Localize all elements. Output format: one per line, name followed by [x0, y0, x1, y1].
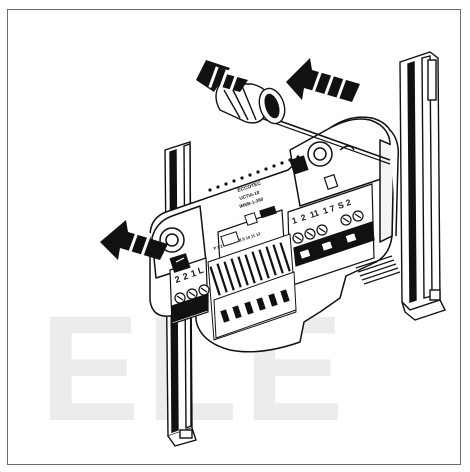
- arrow-top-right: [286, 58, 360, 102]
- arrow-left: [100, 220, 168, 260]
- arrow-top-left: [196, 60, 248, 95]
- right-label-6: S: [337, 200, 346, 211]
- top-vent-dots: [208, 155, 300, 192]
- right-label-7: 2: [345, 197, 353, 208]
- label-line-2: UCTIA-10: [239, 190, 261, 201]
- right-terminal-labels: 1 2 11 1 7 S 2: [291, 197, 353, 226]
- screwdriver: [215, 83, 391, 165]
- label-plate: ECCOTEC UCTIA-10 IMSB-1-360 P 1 2 3 4 5 …: [213, 181, 285, 265]
- left-terminal-labels: 2 2 1 L: [174, 265, 206, 285]
- right-label-2: 2: [300, 212, 308, 223]
- right-terminal-block: [287, 155, 375, 287]
- right-terminal-screws: [292, 210, 364, 244]
- left-label-1: 2: [174, 274, 182, 285]
- left-label-3: 1: [190, 268, 198, 279]
- right-label-1: 1: [291, 215, 299, 226]
- right-label-5: 7: [329, 203, 337, 214]
- left-label-2: 2: [182, 271, 190, 282]
- right-label-4: 1: [322, 205, 330, 216]
- right-vent-lines: [355, 255, 401, 285]
- left-terminal-block: [169, 253, 210, 325]
- right-din-rail: [399, 51, 446, 321]
- centre-terminal-row: [207, 233, 297, 341]
- left-label-4: L: [197, 265, 206, 276]
- right-label-3: 11: [309, 208, 321, 220]
